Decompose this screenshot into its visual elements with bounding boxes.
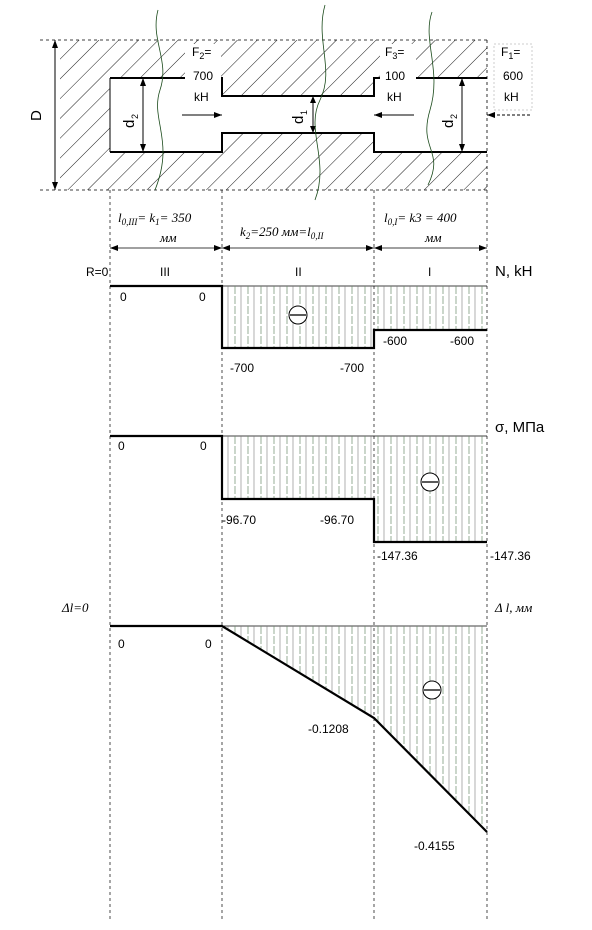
- length-sec3: l0,III= k1= 350: [118, 210, 192, 227]
- diam-label-right: d 2: [440, 114, 459, 128]
- section-labels: III II I: [160, 265, 431, 279]
- length-sec1-unit: мм: [424, 230, 442, 245]
- svg-text:d: d: [121, 120, 138, 128]
- left-wall: [60, 40, 110, 190]
- force-F1-label: F1= 600 kH: [501, 45, 523, 104]
- dimension-D-label: D: [28, 110, 45, 121]
- dl-origin-label: Δl=0: [61, 600, 89, 615]
- force-F3-label: F3= 100 kH: [385, 45, 405, 104]
- N-value: -600: [383, 334, 407, 348]
- diagram-dl: Δl=0 Δ l, мм 0 0 -0.1208 -0.4155: [61, 600, 532, 853]
- N-fill-sec1: [374, 286, 487, 330]
- dl-value: -0.4155: [414, 839, 455, 853]
- svg-text:d: d: [440, 120, 457, 128]
- sigma-value: -96.70: [320, 513, 354, 527]
- housing-upper: [110, 40, 487, 78]
- svg-text:d: d: [290, 116, 307, 124]
- dl-title: Δ l, мм: [494, 600, 532, 615]
- length-sec3-unit: мм: [159, 230, 177, 245]
- N-value: -700: [340, 361, 364, 375]
- N-origin-label: R=0: [86, 265, 109, 279]
- section-label-II: II: [295, 265, 302, 279]
- section-label-III: III: [160, 265, 170, 279]
- dl-plot-line: [110, 624, 488, 833]
- svg-text:700: 700: [193, 69, 213, 83]
- sigma-fill-sec2: [222, 436, 374, 499]
- force-F2-label: F2= 700 kH: [192, 45, 213, 104]
- sigma-value: 0: [118, 439, 125, 453]
- section-label-I: I: [428, 265, 431, 279]
- sigma-value: -147.36: [377, 549, 418, 563]
- svg-text:kH: kH: [194, 90, 209, 104]
- N-title: N, kH: [495, 263, 533, 280]
- diam-label-mid: d 1: [290, 110, 309, 124]
- sigma-value: 0: [200, 439, 207, 453]
- N-value: 0: [199, 290, 206, 304]
- N-plot-line: [110, 284, 487, 350]
- housing-mid-upper: [222, 78, 374, 96]
- svg-text:100: 100: [385, 69, 405, 83]
- length-sec1: l0,I= k3 = 400: [384, 210, 457, 227]
- svg-text:600: 600: [503, 69, 523, 83]
- N-value: -600: [450, 334, 474, 348]
- svg-text:1: 1: [299, 110, 309, 115]
- svg-text:kH: kH: [387, 90, 402, 104]
- svg-text:F2=: F2=: [192, 45, 211, 61]
- sigma-title: σ, МПа: [495, 419, 545, 436]
- sigma-plot-line: [110, 434, 487, 544]
- structure-drawing: D d 2 d 1 d 2 F2= 700 kH: [28, 4, 533, 201]
- N-value: -700: [230, 361, 254, 375]
- svg-text:2: 2: [130, 114, 140, 119]
- housing-lower: [110, 152, 487, 190]
- svg-text:F1=: F1=: [501, 45, 520, 61]
- housing-mid-lower: [222, 133, 374, 152]
- dl-value: 0: [118, 637, 125, 651]
- dl-fill: [222, 626, 487, 832]
- N-value: 0: [120, 290, 127, 304]
- diam-label-left: d 2: [121, 114, 140, 128]
- dl-value: 0: [205, 637, 212, 651]
- sigma-value: -96.70: [222, 513, 256, 527]
- diagram-sigma: σ, МПа 0 0 -96.70 -96.70 -147.36 -147.36: [110, 419, 545, 563]
- dl-value: -0.1208: [308, 722, 349, 736]
- length-dimensions: l0,III= k1= 350 мм k2=250 мм=l0,II l0,I=…: [110, 210, 487, 251]
- svg-text:kH: kH: [504, 90, 519, 104]
- length-sec2: k2=250 мм=l0,II: [240, 224, 325, 241]
- diagram-N: R=0 N, kH 0 0 -700 -700 -600 -600: [86, 263, 533, 375]
- svg-text:2: 2: [449, 114, 459, 119]
- svg-text:F3=: F3=: [385, 45, 404, 61]
- sigma-value: -147.36: [490, 549, 531, 563]
